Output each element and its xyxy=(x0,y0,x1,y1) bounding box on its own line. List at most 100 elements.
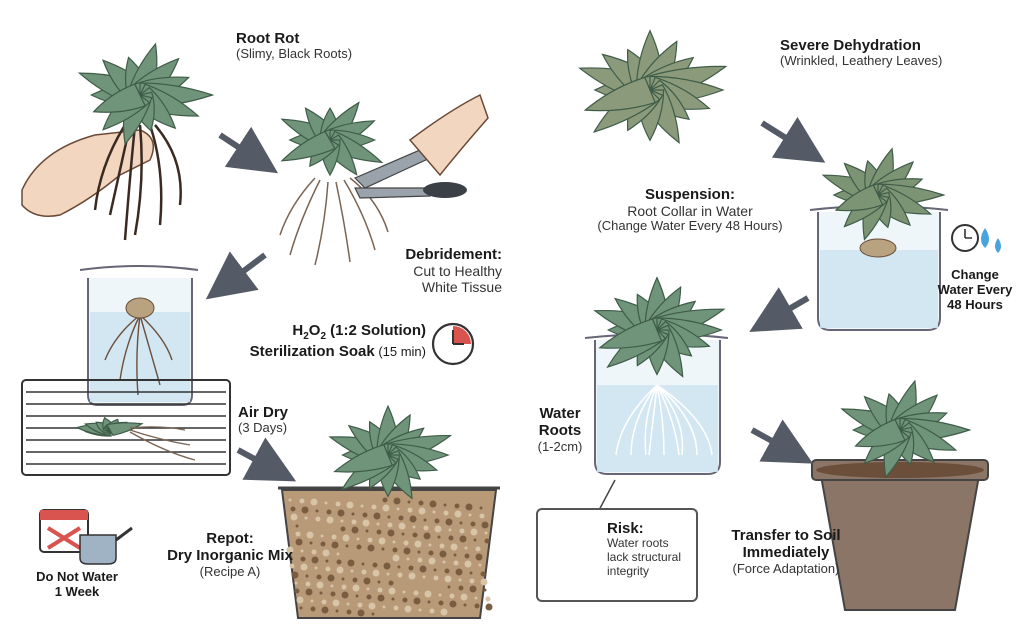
soak-title2: Sterilization Soak xyxy=(249,342,375,360)
soil-grain xyxy=(357,609,365,617)
soil-grain xyxy=(458,585,464,591)
soil-grain xyxy=(326,516,334,524)
soil-grain xyxy=(388,587,396,595)
dehydration-title: Severe Dehydration xyxy=(780,37,921,54)
soil-grain xyxy=(319,591,323,595)
soil-grain xyxy=(483,588,487,592)
soil-grain xyxy=(366,594,372,600)
soil-grain xyxy=(434,518,440,524)
water-root xyxy=(644,384,658,456)
soil-grain xyxy=(443,503,447,507)
soil-grain xyxy=(397,572,403,578)
beaker-icon xyxy=(584,333,729,475)
soil-grain xyxy=(290,513,298,521)
soil-grain xyxy=(424,590,432,598)
dehydrated-plant xyxy=(578,29,728,145)
debridement-line1: Cut to Healthy xyxy=(413,263,502,280)
soil-grain xyxy=(434,525,442,533)
soil-grain xyxy=(371,612,375,616)
soil-grain xyxy=(311,549,317,555)
soil-grain xyxy=(305,574,309,578)
soil-grain xyxy=(294,581,298,585)
risk-callout xyxy=(536,508,698,602)
water-root xyxy=(656,384,680,456)
soil-grain xyxy=(459,535,467,543)
calendar-no-water-icon xyxy=(39,509,89,553)
soil-grain xyxy=(363,577,371,585)
soil-grain xyxy=(325,559,329,563)
soil-grain xyxy=(429,608,435,614)
soil-grain xyxy=(299,606,303,610)
soil-grain xyxy=(438,600,444,606)
soil-grain xyxy=(442,560,446,564)
soil-grain xyxy=(346,602,350,606)
soil-grain xyxy=(322,549,330,557)
soil-grain xyxy=(289,556,293,560)
soil-grain xyxy=(401,532,405,536)
soil-grain xyxy=(404,605,412,613)
agave-rosette xyxy=(821,147,946,241)
soil-grain xyxy=(433,568,437,572)
soil-grain xyxy=(336,552,340,556)
soil-grain xyxy=(427,600,431,604)
soil-grain xyxy=(392,554,400,562)
soil-grain xyxy=(368,602,376,610)
air-dry-label: Air Dry (3 Days) xyxy=(238,404,288,436)
soil-grain xyxy=(341,591,349,599)
soil-grain xyxy=(341,577,345,581)
suspension-label: Suspension: Root Collar in Water (Change… xyxy=(585,186,795,234)
soil-grain xyxy=(474,603,480,609)
no-water-line2: 1 Week xyxy=(54,583,100,599)
soil-grain xyxy=(449,600,457,608)
agave-leaf xyxy=(333,443,394,473)
soil-grain xyxy=(321,606,329,614)
soil-grain xyxy=(311,556,319,564)
soil-grain xyxy=(367,537,373,543)
agave-rosette xyxy=(328,404,453,500)
soil-grain xyxy=(289,563,295,569)
soil-grain xyxy=(485,596,491,602)
soil-grain xyxy=(479,506,483,510)
soil-grain xyxy=(331,541,339,549)
soil-grain xyxy=(336,559,342,565)
soil-grain xyxy=(402,597,408,603)
soil-grain xyxy=(360,504,364,508)
soil-grain xyxy=(460,593,468,601)
soil-grain xyxy=(387,529,395,537)
soak-label: H2O2 (1:2 Solution) Sterilization Soak (… xyxy=(226,322,426,360)
soil-grain xyxy=(316,574,322,580)
stopwatch-icon xyxy=(951,224,979,252)
soil-grain xyxy=(376,529,382,535)
soil-grain xyxy=(423,525,429,531)
h2o2-o: O xyxy=(308,322,321,339)
soil-grain xyxy=(361,569,367,575)
soil-grain xyxy=(356,537,360,541)
soil-grain xyxy=(309,541,313,545)
soil-grain xyxy=(372,562,378,568)
hand-icon xyxy=(21,129,155,217)
soil-grain xyxy=(386,572,390,576)
debridement-title: Debridement: xyxy=(405,246,502,263)
soil-grain xyxy=(377,580,381,584)
soil-grain xyxy=(327,574,335,582)
agave-leaf xyxy=(583,76,657,112)
transfer-line1: Transfer to Soil xyxy=(731,527,841,544)
transfer-label: Transfer to Soil Immediately (Force Adap… xyxy=(706,527,866,576)
soil-grain xyxy=(448,528,452,532)
risk-line1: Water roots xyxy=(607,536,669,551)
soil-grain xyxy=(331,534,337,540)
risk-title: Risk: xyxy=(607,520,644,537)
soil-grain xyxy=(473,538,477,542)
soil-grain xyxy=(382,504,390,512)
soil-grain xyxy=(438,593,442,597)
soil-grain xyxy=(453,560,459,566)
soil-grain xyxy=(336,566,344,574)
soil-grain xyxy=(459,528,465,534)
soil-grain xyxy=(356,544,362,550)
root-rot-plant xyxy=(21,42,215,241)
change-water-line1: Change xyxy=(951,267,999,282)
soil-grain xyxy=(340,519,344,523)
no-water-label: Do Not Water 1 Week xyxy=(22,569,132,600)
